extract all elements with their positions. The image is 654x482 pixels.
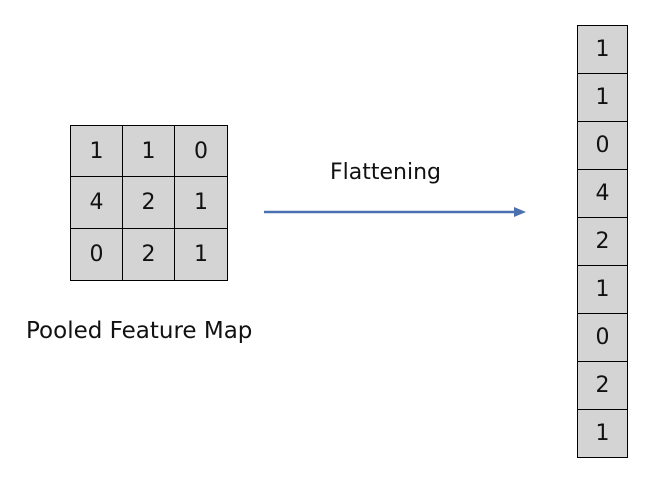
flat-cell-6: 1 — [578, 266, 627, 314]
flat-cell-3: 0 — [578, 122, 627, 170]
flattened-vector-column: 1 1 0 4 2 1 0 2 1 — [577, 25, 628, 458]
pool-cell-r1-c3: 0 — [175, 126, 227, 178]
pool-cell-r3-c3: 1 — [175, 228, 227, 280]
pool-cell-r1-c1: 1 — [71, 126, 123, 178]
pool-cell-r1-c2: 1 — [123, 126, 175, 178]
pool-cell-r2-c1: 4 — [71, 177, 123, 229]
flattening-label: Flattening — [330, 160, 441, 185]
flat-cell-2: 1 — [578, 74, 627, 122]
flat-cell-9: 1 — [578, 410, 627, 457]
flat-cell-7: 0 — [578, 314, 627, 362]
pool-cell-r3-c1: 0 — [71, 228, 123, 280]
arrow-head — [514, 207, 526, 217]
pooled-feature-map-grid: 1 1 0 4 2 1 0 2 1 — [70, 125, 228, 281]
flat-cell-5: 2 — [578, 218, 627, 266]
pool-cell-r2-c2: 2 — [123, 177, 175, 229]
pooled-feature-map-caption: Pooled Feature Map — [26, 318, 253, 344]
flattening-arrow-icon — [264, 207, 526, 217]
pool-cell-r2-c3: 1 — [175, 177, 227, 229]
flat-cell-4: 4 — [578, 170, 627, 218]
flat-cell-1: 1 — [578, 26, 627, 74]
flat-cell-8: 2 — [578, 362, 627, 410]
pool-cell-r3-c2: 2 — [123, 228, 175, 280]
